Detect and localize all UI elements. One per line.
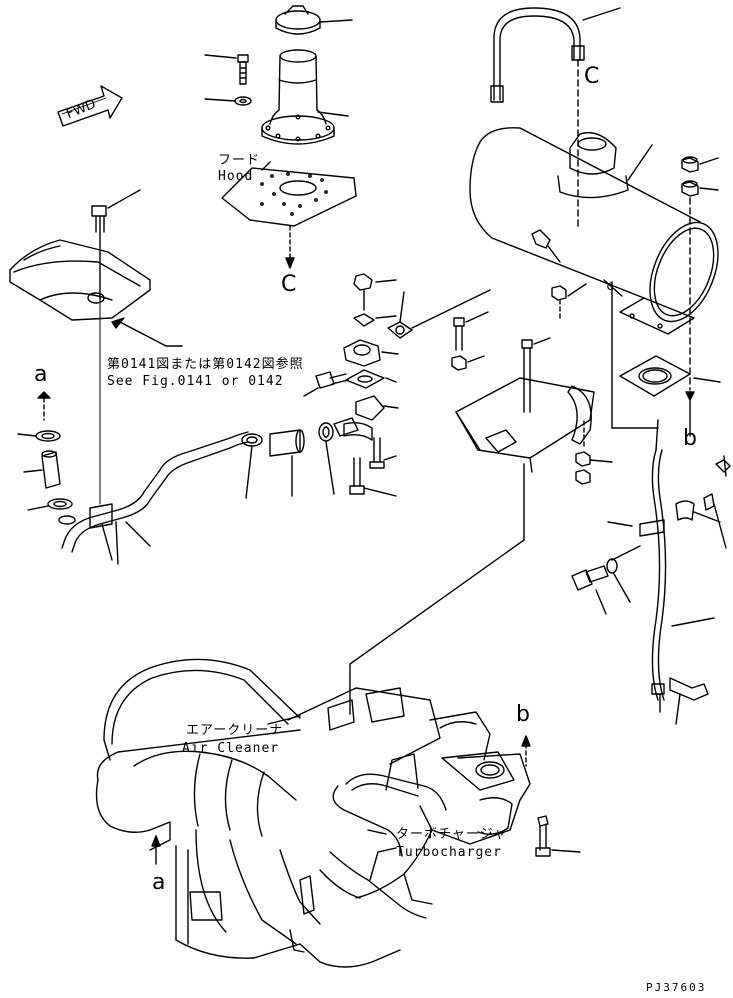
turbocharger-label-jp: ターボチャージャ: [396, 827, 507, 842]
hood-panel: [221, 161, 357, 269]
ref-c-small: c: [606, 279, 615, 294]
hood-label-en: Hood: [218, 169, 254, 184]
ref-a-lower: a: [152, 870, 167, 895]
hood-label-jp: フード: [218, 153, 261, 168]
mount-bolts: [451, 229, 613, 485]
reference-note-en: See Fig.0141 or 0142: [107, 374, 284, 389]
turbo-cover: [9, 189, 183, 505]
bolt-top: [204, 54, 249, 85]
fwd-arrow-icon: [57, 85, 123, 127]
air-cleaner-label-en: Air Cleaner: [182, 741, 280, 756]
exhaust-pipe-assembly: [58, 417, 359, 565]
center-small-parts: [303, 273, 491, 497]
ref-a-upper: a: [34, 362, 49, 387]
ref-c-top: C: [584, 64, 601, 89]
ref-b-engine: b: [516, 702, 531, 727]
ref-c-left: C: [281, 272, 298, 297]
exhaust-clamp: [275, 5, 353, 35]
turbocharger-label-en: Turbocharger: [396, 845, 502, 860]
engine-assembly: [95, 658, 531, 968]
ref-b-right: b: [683, 426, 698, 451]
exhaust-stack: [261, 49, 349, 145]
right-tube-assembly: [571, 281, 731, 725]
washer-top: [204, 96, 252, 106]
muffler: [469, 127, 719, 335]
engine-right-bolt: [521, 735, 581, 857]
muffler-gasket: [619, 355, 721, 437]
air-cleaner-label-jp: エアークリーナ: [186, 723, 284, 738]
left-small-parts: [17, 391, 73, 511]
muffler-mount-bracket: [349, 377, 595, 715]
figure-id: PJ37603: [646, 981, 707, 994]
reference-note-jp: 第0141図または第0142図参照: [107, 357, 304, 372]
nuts-right: [681, 156, 719, 391]
